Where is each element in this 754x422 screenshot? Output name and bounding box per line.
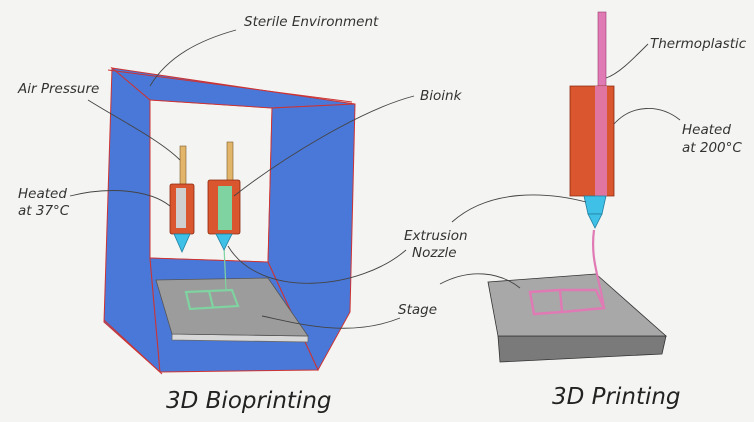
printed-bioink-pattern (184, 288, 240, 311)
filament-in-heater (595, 86, 607, 196)
syringe-left (169, 145, 195, 253)
label-extrusion-line1: Extrusion (404, 228, 468, 244)
label-sterile-environment: Sterile Environment (244, 14, 379, 30)
bioink-strand (223, 245, 227, 291)
leader-air (87, 99, 181, 161)
bioink-fill (218, 186, 232, 230)
printer-nozzle (583, 195, 607, 215)
cylinder-left-window (176, 188, 186, 228)
label-thermoplastic: Thermoplastic (650, 36, 747, 52)
thermoplastic-strand (592, 229, 606, 309)
label-extrusion-line2: Nozzle (412, 245, 457, 261)
plunger-right (226, 141, 234, 183)
plunger-left (179, 145, 187, 187)
leader-heated200 (613, 108, 681, 125)
label-heated-37-line2: at 37°C (18, 203, 70, 219)
caption-3d-bioprinting: 3D Bioprinting (166, 388, 332, 414)
leader-stage-bio (261, 315, 401, 329)
label-air-pressure: Air Pressure (17, 81, 99, 97)
heater-block (569, 85, 615, 197)
leader-extrusion-fdm (451, 194, 587, 223)
leader-sterile (149, 29, 237, 87)
printer-stage-edge (497, 335, 667, 363)
printed-thermoplastic-pattern (528, 288, 606, 316)
leader-heated37 (69, 190, 171, 207)
label-heated-37-line1: Heated (18, 186, 67, 202)
leader-lines (69, 29, 681, 329)
label-heated-200-line2: at 200°C (682, 140, 742, 156)
printer-stage-top (487, 273, 668, 337)
fdm-printer (487, 11, 668, 363)
label-heated-200-line1: Heated (682, 122, 731, 138)
bio-stage (155, 245, 309, 343)
syringe-right (207, 141, 241, 251)
leader-stage-fdm (439, 273, 521, 289)
enclosure-left-panel (103, 66, 161, 374)
leader-thermo (605, 43, 649, 79)
label-stage: Stage (398, 302, 437, 318)
leader-extrusion-bio (227, 245, 407, 284)
leader-bioink (233, 95, 415, 197)
caption-3d-printing: 3D Printing (552, 384, 681, 410)
label-bioink: Bioink (420, 88, 463, 104)
printer-nozzle-tip (587, 213, 603, 229)
nozzle-right (215, 233, 233, 251)
labels: Sterile Environment Air Pressure Bioink … (17, 14, 747, 414)
nozzle-left (173, 233, 191, 253)
